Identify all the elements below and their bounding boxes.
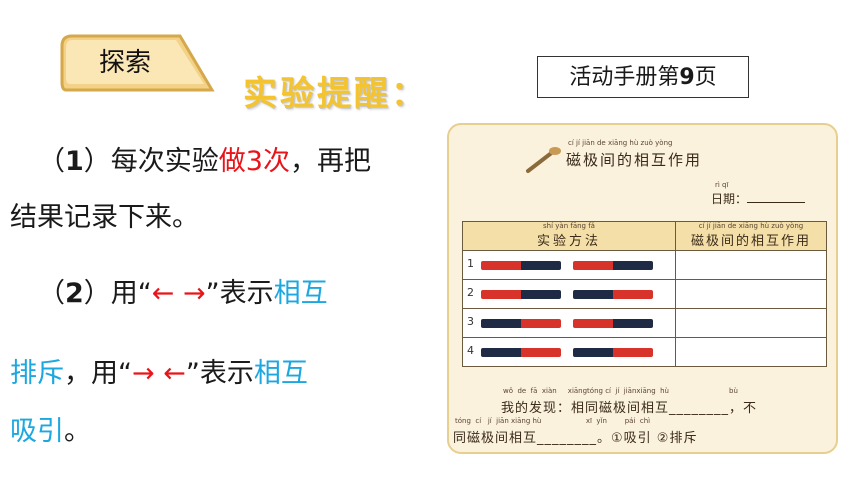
magnet-bar bbox=[481, 290, 561, 299]
brush-icon bbox=[526, 147, 561, 173]
repel-arrows: ← → bbox=[151, 278, 206, 309]
date-label: 日期： bbox=[711, 190, 806, 207]
instruction-1-line2: 结果记录下来。 bbox=[10, 202, 199, 233]
header-method: shí yàn fāng fǎ 实验方法 bbox=[462, 221, 676, 251]
attract-arrows: → ← bbox=[132, 358, 186, 389]
tab-shape bbox=[60, 34, 215, 92]
magnet-bar bbox=[573, 319, 653, 328]
experiment-table: shí yàn fāng fǎ 实验方法 cí jí jiān de xiāng… bbox=[462, 221, 827, 367]
manual-ref-suffix: 页 bbox=[694, 65, 717, 90]
manual-ref-text: 活动手册第 bbox=[569, 65, 680, 90]
instruction-1-line1: （1）每次实验做3次，再把 bbox=[38, 146, 371, 177]
emphasis-three-times: 做3次 bbox=[218, 146, 290, 177]
finding-line-1: 我的发现：相同磁极间相互________，不 bbox=[501, 401, 758, 416]
table-row: 1 bbox=[462, 250, 827, 280]
header-interaction: cí jí jiān de xiāng hù zuò yòng 磁极间的相互作用 bbox=[675, 221, 827, 251]
table-row: 3 bbox=[462, 308, 827, 338]
magnet-bar bbox=[573, 348, 653, 357]
manual-ref-page: 9 bbox=[679, 65, 695, 90]
section-heading: 实验提醒： bbox=[243, 74, 428, 114]
magnet-bar bbox=[481, 261, 561, 270]
instruction-2-line2: 排斥，用“→ ←”表示相互 bbox=[10, 358, 308, 389]
manual-page-reference: 活动手册第9页 bbox=[537, 56, 749, 98]
table-row: 2 bbox=[462, 279, 827, 309]
tab-label: 探索 bbox=[98, 48, 151, 78]
worksheet-title: 磁极间的相互作用 bbox=[566, 151, 703, 169]
table-row: 4 bbox=[462, 337, 827, 367]
magnet-bar bbox=[481, 319, 561, 328]
worksheet-image: cí jí jiān de xiāng hù zuò yòng 磁极间的相互作用… bbox=[447, 123, 838, 454]
date-pinyin: rì qī bbox=[715, 181, 729, 189]
explore-tab: 探索 bbox=[60, 32, 216, 94]
magnet-bar bbox=[481, 348, 561, 357]
instruction-2-line1: （2）用“← →”表示相互 bbox=[38, 278, 328, 309]
finding-pinyin: wǒ de fā xiàn xiāngtóng cí jí jiānxiāng … bbox=[503, 387, 738, 395]
magnet-bar bbox=[573, 290, 653, 299]
magnet-bar bbox=[573, 261, 653, 270]
finding-line-2: 同磁极间相互________。①吸引 ②排斥 bbox=[453, 431, 698, 446]
instruction-2-line3: 吸引。 bbox=[10, 416, 91, 447]
finding-pinyin-2: tóng cí jí jiān xiāng hù xī yǐn pái chì bbox=[455, 417, 651, 425]
title-pinyin: cí jí jiān de xiāng hù zuò yòng bbox=[568, 139, 673, 147]
